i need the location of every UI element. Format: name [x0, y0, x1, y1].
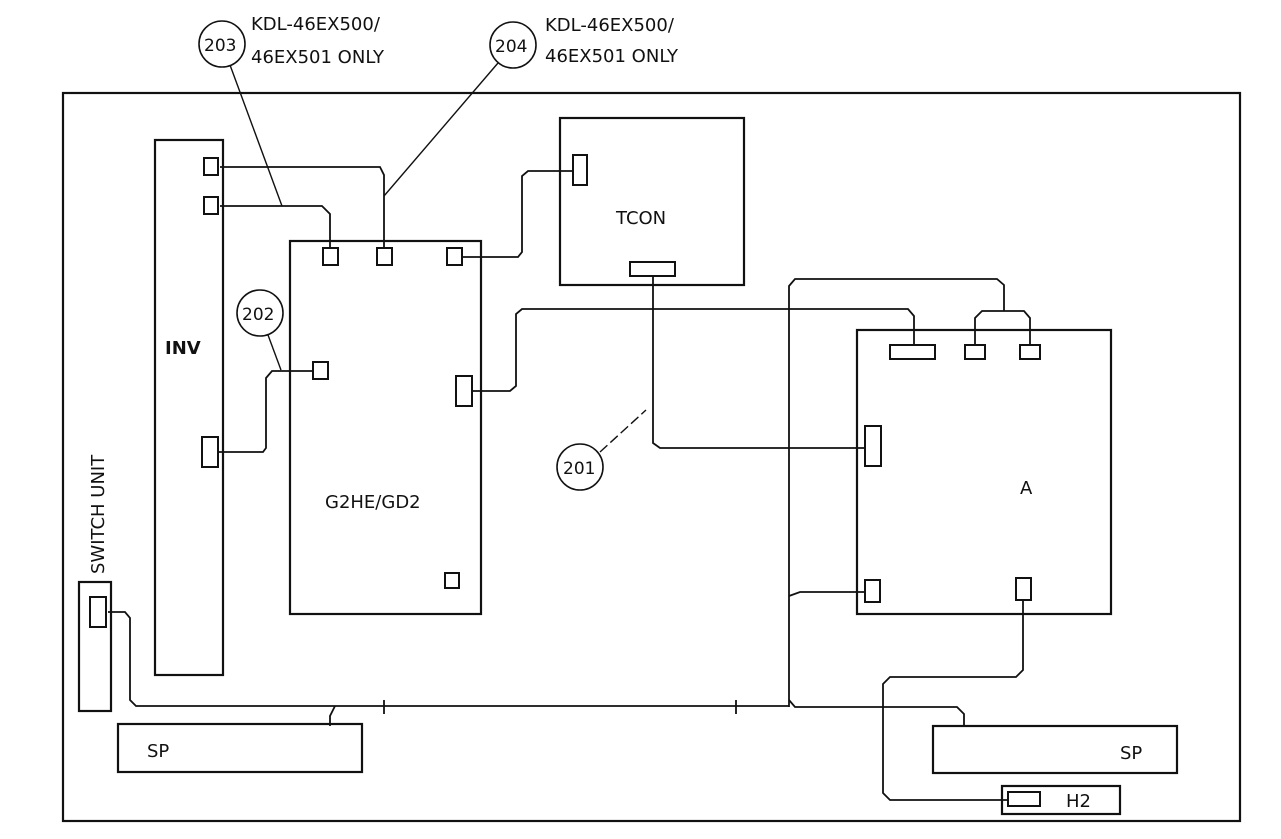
a-connector-6 — [1015, 577, 1032, 601]
callout-202-number: 202 — [242, 305, 274, 325]
tcon-connector-2 — [629, 261, 676, 277]
switch-unit-label: SWITCH UNIT — [88, 454, 109, 574]
inv-connector-2 — [203, 196, 219, 215]
g2he-connector-1 — [322, 247, 339, 266]
note-204-line1: KDL-46EX500/ — [545, 15, 675, 36]
callout-201-leader — [599, 409, 647, 453]
sp-right-label: SP — [1120, 743, 1142, 764]
tcon-connector-1 — [572, 154, 588, 186]
g2he-connector-6 — [444, 572, 460, 589]
note-204-line2: 46EX501 ONLY — [545, 46, 679, 67]
tcon-label: TCON — [615, 208, 666, 229]
wire-inv-g2he-lower — [220, 205, 331, 248]
g2he-label: G2HE/GD2 — [325, 492, 421, 513]
inv-board — [153, 138, 225, 677]
g2he-board — [288, 239, 483, 616]
sp-left-board — [116, 722, 364, 774]
sp-right-board — [931, 724, 1179, 775]
a-label: A — [1020, 478, 1033, 499]
wire-a-lower-left — [788, 591, 872, 597]
g2he-connector-3 — [446, 247, 463, 266]
switch-unit-board — [77, 580, 113, 713]
a-connector-2 — [964, 344, 986, 360]
wire-a-h2 — [882, 598, 1024, 801]
switch-unit-connector — [89, 596, 107, 628]
wire-inv-g2he-upper — [220, 166, 385, 248]
a-connector-1 — [889, 344, 936, 360]
callout-203-leader — [229, 64, 283, 207]
h2-label: H2 — [1066, 791, 1091, 812]
callout-204-number: 204 — [495, 37, 527, 57]
wire-sp-left-tap — [329, 705, 336, 726]
callout-203 — [198, 20, 246, 68]
wire-g2he-tcon — [462, 170, 573, 258]
wire-g2he-a — [472, 308, 915, 392]
a-connector-3 — [1019, 344, 1041, 360]
wire-switch-sp — [108, 611, 789, 707]
inv-connector-1 — [203, 157, 219, 176]
a-connector-5 — [864, 579, 881, 603]
callout-203-number: 203 — [204, 36, 236, 56]
h2-board — [1000, 784, 1122, 816]
callout-204 — [489, 21, 537, 69]
g2he-connector-2 — [376, 247, 393, 266]
callout-201-number: 201 — [563, 459, 595, 479]
callout-202 — [236, 289, 284, 337]
inv-label: INV — [165, 338, 201, 359]
note-203-line1: KDL-46EX500/ — [251, 14, 381, 35]
wire-inv-g2he-202 — [218, 370, 313, 453]
g2he-connector-4 — [312, 361, 329, 380]
wire-trunk-sp-right — [788, 699, 965, 726]
callout-202-leader — [267, 334, 282, 371]
callout-201 — [556, 443, 604, 491]
tcon-board — [558, 116, 746, 287]
wire-a-top-trunk — [788, 278, 1005, 707]
sp-left-label: SP — [147, 741, 169, 762]
chassis-frame — [61, 91, 1242, 823]
a-connector-4 — [864, 425, 882, 467]
a-board — [855, 328, 1113, 616]
wire-a-top-branch — [974, 310, 1031, 345]
h2-connector — [1007, 791, 1041, 807]
callout-204-leader — [383, 62, 499, 197]
note-203-line2: 46EX501 ONLY — [251, 47, 385, 68]
g2he-connector-5 — [455, 375, 473, 407]
inv-connector-3 — [201, 436, 219, 468]
wire-tcon-a — [652, 276, 872, 449]
